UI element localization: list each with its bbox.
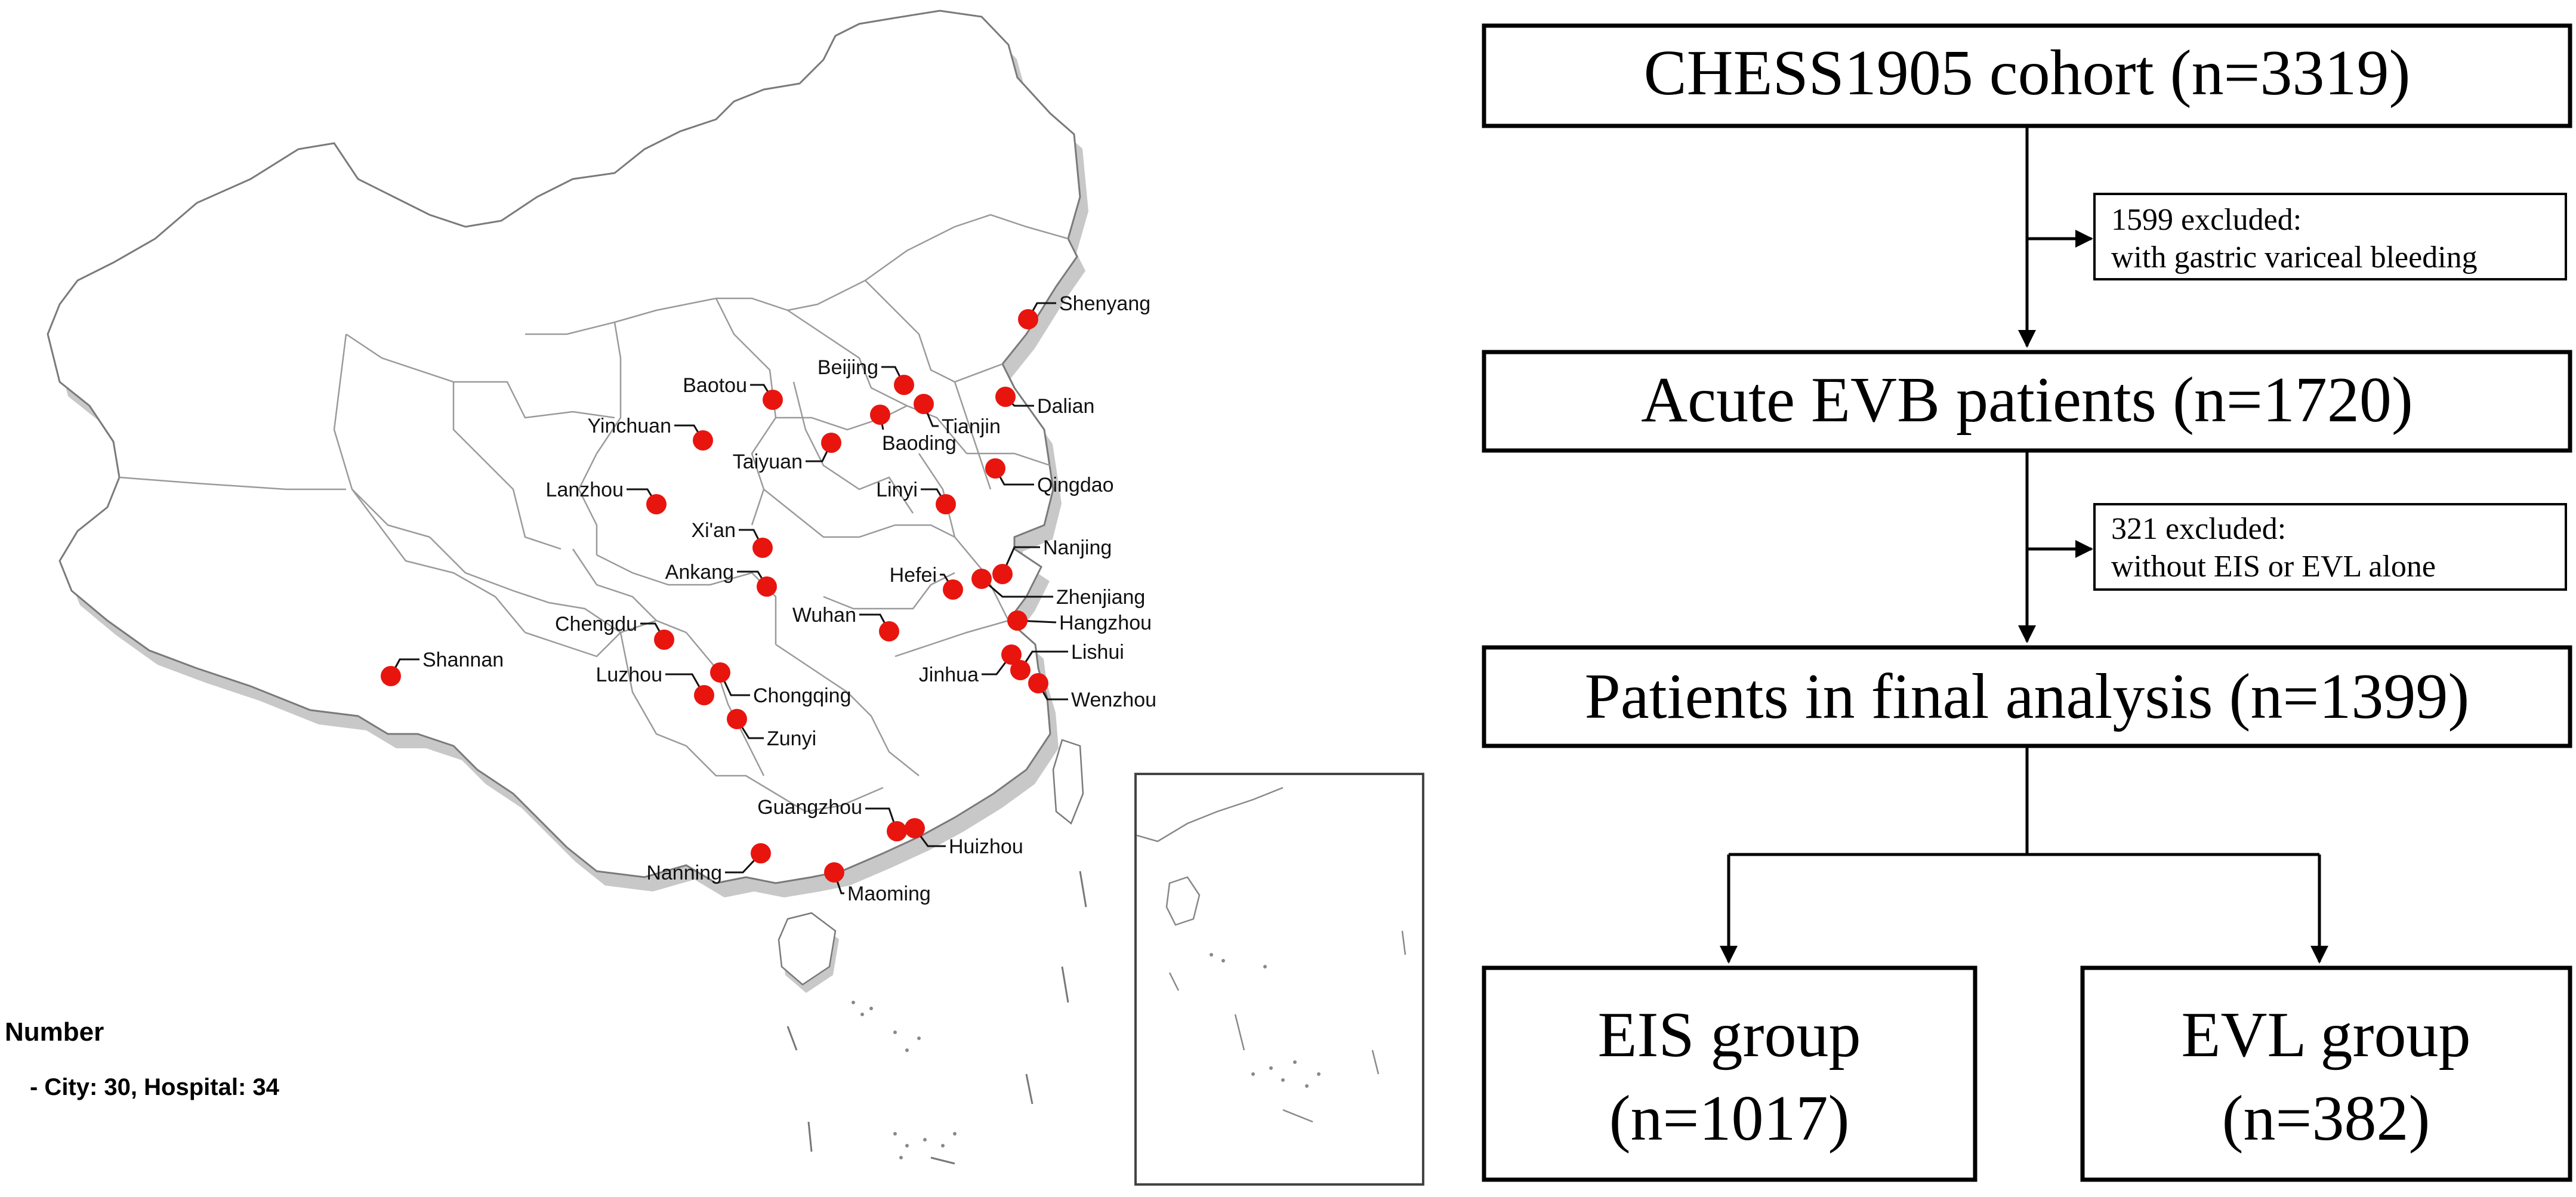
acute-box	[1482, 350, 2572, 453]
exclusion2-line1: 321 excluded:	[2111, 512, 2286, 546]
city-label-tianjin: Tianjin	[942, 415, 1001, 438]
cohort-text: CHESS1905 cohort (n=3319)	[1644, 38, 2411, 109]
evl-box	[2080, 965, 2572, 1182]
taiwan-island	[1052, 739, 1084, 825]
city-marker-dalian	[995, 387, 1016, 407]
exclusion2-box	[2093, 503, 2567, 591]
city-label-luzhou: Luzhou	[596, 664, 662, 686]
city-marker-yinchuan	[693, 430, 713, 451]
city-label-nanjing: Nanjing	[1043, 536, 1112, 559]
city-label-lanzhou: Lanzhou	[546, 479, 624, 501]
city-marker-chengdu	[654, 630, 674, 650]
city-marker-jinhua	[1001, 644, 1022, 665]
south-china-sea-inset	[1134, 773, 1424, 1186]
exclusion1-line2: with gastric variceal bleeding	[2111, 240, 2478, 274]
south-china-sea-dashes	[786, 871, 1087, 1165]
china-outline	[47, 10, 1081, 884]
city-marker-zunyi	[727, 709, 747, 729]
city-label-shannan: Shannan	[422, 649, 504, 671]
final-box	[1482, 645, 2572, 748]
city-marker-luzhou	[694, 685, 714, 705]
island-dots	[852, 1001, 957, 1159]
flowchart: CHESS1905 cohort (n=3319) 1599 excluded:…	[1482, 23, 2572, 1182]
final-text: Patients in final analysis (n=1399)	[1585, 661, 2470, 732]
city-label-yinchuan: Yinchuan	[587, 415, 671, 437]
inset-dots	[1210, 953, 1321, 1088]
city-marker-linyi	[936, 494, 956, 514]
city-marker-taiyuan	[821, 433, 841, 453]
city-marker-hangzhou	[1007, 610, 1028, 631]
city-label-beijing: Beijing	[817, 356, 878, 379]
city-marker-hefei	[943, 579, 963, 600]
city-marker-xi-an	[752, 538, 773, 558]
city-marker-chongqing	[710, 662, 730, 683]
city-label-hefei: Hefei	[890, 564, 937, 587]
city-marker-zhenjiang	[971, 569, 992, 589]
exclusion1-line1: 1599 excluded:	[2111, 203, 2302, 237]
city-label-jinhua: Jinhua	[919, 664, 979, 686]
city-label-huizhou: Huizhou	[949, 835, 1023, 858]
exclusion2-line2: without EIS or EVL alone	[2111, 550, 2436, 584]
city-label-wenzhou: Wenzhou	[1071, 689, 1156, 711]
city-marker-nanjing	[992, 564, 1013, 584]
city-label-maoming: Maoming	[847, 883, 931, 905]
eis-box	[1482, 965, 1977, 1182]
eis-line2: (n=1017)	[1609, 1083, 1850, 1154]
city-label-baotou: Baotou	[683, 374, 747, 397]
city-marker-guangzhou	[887, 821, 907, 841]
acute-text: Acute EVB patients (n=1720)	[1641, 365, 2413, 436]
city-marker-qingdao	[985, 458, 1005, 479]
city-label-baoding: Baoding	[882, 432, 957, 455]
city-label-chengdu: Chengdu	[555, 613, 637, 635]
city-marker-ankang	[757, 576, 777, 597]
city-marker-nanning	[751, 843, 771, 863]
province-borders	[119, 214, 1069, 813]
city-marker-shenyang	[1018, 309, 1038, 329]
evl-line1: EVL group	[2182, 999, 2471, 1070]
city-label-qingdao: Qingdao	[1037, 474, 1114, 496]
city-label-xi-an: Xi'an	[691, 519, 736, 542]
inset-content	[1136, 786, 1406, 1123]
city-marker-maoming	[824, 862, 844, 883]
city-label-shenyang: Shenyang	[1059, 292, 1150, 315]
cohort-box	[1482, 23, 2572, 128]
city-label-lishui: Lishui	[1071, 641, 1124, 664]
city-marker-wuhan	[879, 621, 899, 641]
city-marker-huizhou	[905, 818, 925, 838]
city-label-linyi: Linyi	[876, 479, 918, 501]
city-marker-baoding	[870, 405, 890, 425]
city-marker-shannan	[381, 666, 401, 686]
city-marker-baotou	[763, 390, 783, 410]
city-label-hangzhou: Hangzhou	[1059, 612, 1152, 634]
city-label-ankang: Ankang	[665, 561, 734, 584]
hainan-island-top	[778, 912, 837, 986]
city-label-zunyi: Zunyi	[767, 727, 816, 750]
legend-detail: - City: 30, Hospital: 34	[30, 1074, 279, 1100]
city-label-chongqing: Chongqing	[753, 684, 851, 707]
city-label-dalian: Dalian	[1037, 395, 1094, 418]
eis-line1: EIS group	[1598, 999, 1861, 1070]
city-label-guangzhou: Guangzhou	[757, 796, 862, 819]
exclusion1-box	[2093, 193, 2567, 280]
city-label-wuhan: Wuhan	[792, 604, 856, 627]
evl-line2: (n=382)	[2222, 1083, 2430, 1154]
city-marker-wenzhou	[1028, 673, 1048, 693]
legend-title: Number	[5, 1017, 104, 1047]
city-marker-lishui	[1010, 660, 1031, 680]
city-marker-beijing	[894, 375, 914, 395]
city-label-zhenjiang: Zhenjiang	[1056, 586, 1145, 609]
city-label-nanning: Nanning	[646, 862, 722, 884]
city-marker-tianjin	[914, 394, 934, 414]
city-label-taiyuan: Taiyuan	[733, 451, 803, 473]
city-marker-lanzhou	[646, 494, 667, 514]
